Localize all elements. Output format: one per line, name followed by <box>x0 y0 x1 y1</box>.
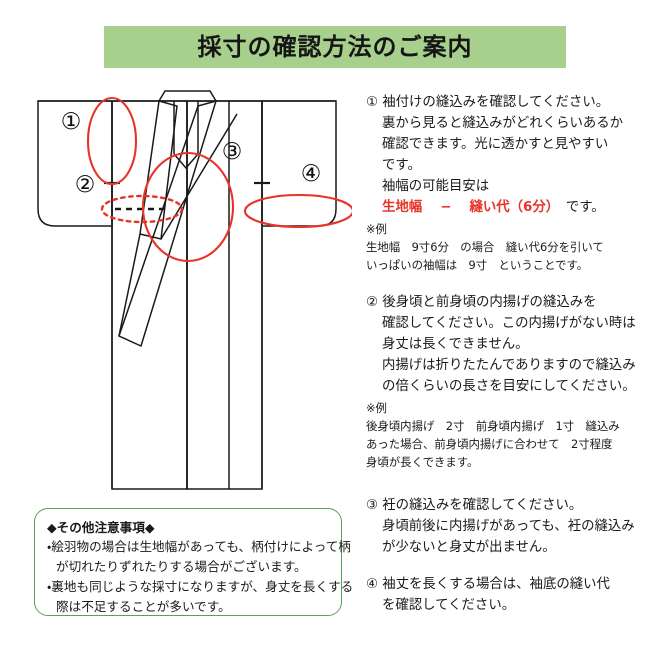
notes-line-1: ・絵羽物の場合は生地幅があっても、柄付けによって柄 <box>47 539 351 554</box>
step-4-line-1: ④ 袖丈を長くする場合は、袖底の縫い代 <box>366 577 610 592</box>
step-1-example-marker: ※例 <box>366 222 387 236</box>
diagram-marker-4: ④ <box>301 161 322 187</box>
neck-band-inner <box>173 101 199 154</box>
spacer-1 <box>366 284 644 292</box>
step-1-line-5: 袖幅の可能目安は <box>382 179 490 194</box>
instructions-column: ① 袖付けの縫込みを確認してください。 裏から見ると縫込みがどれくらいあるか 確… <box>366 92 644 618</box>
notes-line-2: が切れたりずれたりする場合がございます。 <box>56 559 307 574</box>
diagram-marker-2: ② <box>75 172 96 198</box>
step-2-line-4: 内揚げは折りたたんでありますので縫込み <box>382 358 636 373</box>
collar-band-right <box>118 99 218 348</box>
step-4-line-2: を確認してください。 <box>382 598 516 613</box>
step-1-line-1: ① 袖付けの縫込みを確認してください。 <box>366 95 610 110</box>
inner-tuck-highlight-ellipse <box>100 194 184 224</box>
step-1-example-line-2: いっぱいの袖幅は 9寸 ということです。 <box>366 258 589 272</box>
body-left-panel <box>111 100 188 490</box>
notes-line-4: 際は不足することが多いです。 <box>56 599 231 614</box>
instruction-step-2: ② 後身頃と前身頃の内揚げの縫込みを 確認してください。この内揚げがない時は 身… <box>366 292 644 397</box>
step-3-line-2: 身頃前後に内揚げがあっても、衽の縫込み <box>382 519 635 534</box>
step-1-line-3: 確認できます。光に透かすと見やすい <box>382 137 609 152</box>
step-2-line-5: の倍くらいの長さを目安にしてください。 <box>382 379 636 394</box>
step-3-line-3: が少ないと身丈が出ません。 <box>382 540 556 555</box>
step-2-example-line-1: 後身頃内揚げ 2寸 前身頃内揚げ 1寸 縫込み <box>366 419 620 433</box>
collar-left-tail-edge <box>160 113 238 240</box>
step-2-example-line-3: 身頃が長くできます。 <box>366 455 479 469</box>
instruction-step-1: ① 袖付けの縫込みを確認してください。 裏から見ると縫込みがどれくらいあるか 確… <box>366 92 644 218</box>
right-sleeve-outline <box>261 100 337 227</box>
step-2-example-marker: ※例 <box>366 401 387 415</box>
page-title: 採寸の確認方法のご案内 <box>197 33 473 61</box>
sleeve-attachment-highlight-ellipse <box>86 96 138 186</box>
notes-title: ◆その他注意事項◆ <box>47 520 155 535</box>
left-sleeve-outline <box>37 100 113 227</box>
notes-line-3: ・裏地も同じような採寸になりますが、身丈を長くする <box>47 579 354 594</box>
step-1-example-line-1: 生地幅 9寸6分 の場合 縫い代6分を引いて <box>366 240 604 254</box>
diagram-marker-3: ③ <box>222 139 243 165</box>
collar-highlight-ellipse <box>141 151 235 263</box>
collar-left-lower-edge <box>118 233 141 337</box>
step-1-line-2: 裏から見ると縫込みがどれくらいあるか <box>382 116 624 131</box>
instruction-step-4: ④ 袖丈を長くする場合は、袖底の縫い代 を確認してください。 <box>366 574 644 616</box>
step-2-example: ※例 後身頃内揚げ 2寸 前身頃内揚げ 1寸 縫込み あった場合、前身頃内揚げに… <box>366 399 644 471</box>
spacer-3 <box>366 560 644 574</box>
diagram-marker-1: ① <box>61 109 82 135</box>
step-1-formula-red: 生地幅 − 縫い代（6分） <box>382 200 553 215</box>
kimono-diagram: ① ② ③ ④ <box>22 84 352 496</box>
neck-band-bottom <box>173 153 199 170</box>
step-1-example: ※例 生地幅 9寸6分 の場合 縫い代6分を引いて いっぱいの袖幅は 9寸 とい… <box>366 220 644 274</box>
spacer-2 <box>366 481 644 495</box>
instruction-step-3: ③ 衽の縫込みを確認してください。 身頃前後に内揚げがあっても、衽の縫込み が少… <box>366 495 644 558</box>
collar-band-left <box>139 100 178 240</box>
step-1-formula: 生地幅 − 縫い代（6分） です。 <box>366 197 644 218</box>
step-1-line-4: です。 <box>382 158 421 173</box>
step-1-formula-tail: です。 <box>552 200 605 215</box>
step-2-line-2: 確認してください。この内揚げがない時は <box>382 316 636 331</box>
step-3-line-1: ③ 衽の縫込みを確認してください。 <box>366 498 583 513</box>
page-title-banner: 採寸の確認方法のご案内 <box>104 26 566 68</box>
sleeve-bottom-highlight-ellipse <box>243 193 352 229</box>
step-2-line-3: 身丈は長くできません。 <box>382 337 529 352</box>
step-2-line-1: ② 後身頃と前身頃の内揚げの縫込みを <box>366 295 597 310</box>
step-2-example-line-2: あった場合、前身頃内揚げに合わせて 2寸程度 <box>366 437 613 451</box>
neck-opening <box>158 90 217 102</box>
other-notes-box: ◆その他注意事項◆ ・絵羽物の場合は生地幅があっても、柄付けによって柄 が切れた… <box>34 508 354 616</box>
